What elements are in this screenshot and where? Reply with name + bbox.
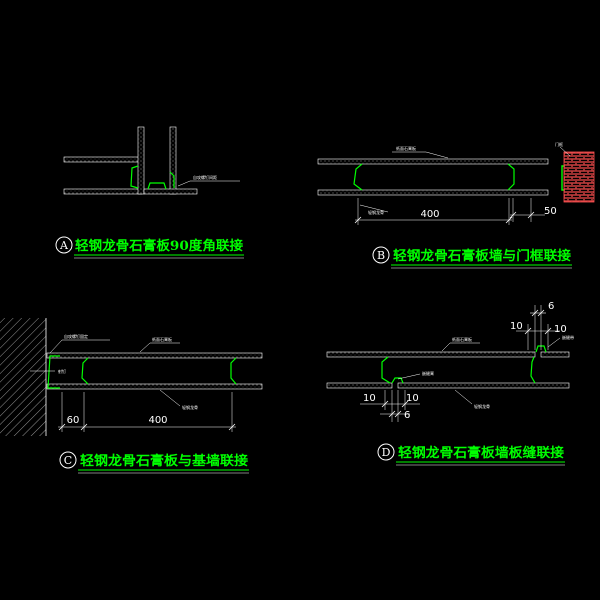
detail-a: 自攻螺钉间距 A 轻钢龙骨石膏板90度角联接 bbox=[55, 126, 244, 259]
board-d-top-right bbox=[540, 351, 570, 358]
leader-d-mid bbox=[397, 373, 421, 380]
dim-d-bot-gap-tick-1 bbox=[388, 410, 396, 418]
dim-d-bot-gap: 6 bbox=[404, 410, 410, 421]
board-d-top-left bbox=[326, 351, 536, 358]
stud-d-2 bbox=[530, 356, 536, 384]
stud-a-1 bbox=[130, 165, 139, 189]
dim-d-top-side-tick-2 bbox=[544, 327, 552, 335]
note-d-top: 纸面石膏板 bbox=[452, 336, 472, 342]
dim-d-top-left: 10 bbox=[510, 321, 523, 332]
dim-d-bot-side-tick-1 bbox=[381, 400, 389, 408]
board-d-bottom-left bbox=[326, 382, 393, 389]
base-wall-c bbox=[0, 318, 46, 436]
board-a-vert-right bbox=[169, 126, 177, 195]
board-d-bottom-right bbox=[397, 382, 570, 389]
note-c-bottom: 轻钢龙骨 bbox=[182, 404, 198, 410]
board-c-top bbox=[46, 352, 263, 359]
dim-c-tick-2 bbox=[80, 423, 88, 431]
dim-c-span: 400 bbox=[148, 415, 167, 426]
leader-d-top bbox=[441, 342, 451, 352]
stud-b-1 bbox=[353, 163, 363, 191]
board-a-vert-left bbox=[137, 126, 145, 195]
note-c-left-top: 自攻螺钉固定 bbox=[64, 333, 88, 339]
detail-d-title: 轻钢龙骨石膏板墙板缝联接 bbox=[398, 445, 564, 461]
detail-d: 纸面石膏板 嵌缝膏 轻钢龙骨 嵌缝带 6 10 10 10 10 6 bbox=[326, 301, 574, 466]
note-d-bottom: 轻钢龙骨 bbox=[474, 403, 490, 409]
door-frame-label: 门框 bbox=[555, 141, 563, 147]
dim-d-top-gap: 6 bbox=[548, 301, 554, 312]
detail-c-letter: C bbox=[64, 454, 72, 467]
note-a: 自攻螺钉间距 bbox=[193, 174, 217, 180]
leader-a bbox=[177, 180, 191, 187]
board-a-bottom bbox=[63, 188, 143, 195]
board-b-top bbox=[317, 158, 549, 165]
dim-b-gap-tick-r bbox=[527, 211, 535, 219]
dim-d-top-gap-tick-1 bbox=[531, 309, 539, 317]
stud-c-2 bbox=[230, 357, 237, 385]
dim-b-span: 400 bbox=[420, 209, 439, 220]
stud-d-1b bbox=[391, 377, 404, 384]
board-a-top bbox=[63, 156, 143, 163]
dim-c-tick-1 bbox=[58, 423, 66, 431]
stud-c-1 bbox=[81, 357, 89, 385]
detail-b-letter: B bbox=[377, 249, 385, 262]
leader-b-top bbox=[425, 151, 449, 159]
note-d-right: 嵌缝带 bbox=[562, 334, 574, 340]
board-b-bottom bbox=[317, 189, 549, 196]
dim-d-top-gap-tick-2 bbox=[537, 309, 545, 317]
board-c-bottom bbox=[46, 383, 263, 390]
dim-d-bot-gap-tick-2 bbox=[394, 410, 402, 418]
leader-b-bottom bbox=[359, 204, 389, 213]
dim-b-tick-r bbox=[505, 216, 513, 224]
detail-a-letter: A bbox=[59, 239, 69, 252]
dim-c-edge: 60 bbox=[67, 415, 80, 426]
detail-b-marker bbox=[372, 246, 390, 264]
dim-d-bot-right: 10 bbox=[406, 393, 419, 404]
detail-c-marker bbox=[59, 451, 77, 469]
door-frame-b bbox=[563, 151, 595, 203]
detail-d-marker bbox=[377, 443, 395, 461]
leader-d-bottom bbox=[454, 389, 473, 405]
note-d-mid: 嵌缝膏 bbox=[422, 370, 434, 376]
detail-d-letter: D bbox=[382, 446, 391, 459]
board-a-corner bbox=[143, 188, 198, 195]
note-b-top: 纸面石膏板 bbox=[396, 145, 416, 151]
dim-b-gap: 50 bbox=[544, 206, 557, 217]
dim-d-top-side-tick-1 bbox=[524, 327, 532, 335]
detail-a-marker bbox=[55, 236, 73, 254]
stud-a-3 bbox=[169, 171, 175, 188]
leader-d-right bbox=[547, 337, 561, 348]
dim-c-tick-3 bbox=[228, 423, 236, 431]
detail-a-title: 轻钢龙骨石膏板90度角联接 bbox=[75, 238, 243, 254]
dim-b-gap-tick-l bbox=[509, 211, 517, 219]
leader-c-top bbox=[139, 342, 151, 353]
leader-c-bottom bbox=[159, 389, 181, 407]
stud-d-1 bbox=[381, 356, 391, 384]
stud-c-wall bbox=[47, 355, 60, 389]
note-c-top: 纸面石膏板 bbox=[152, 336, 172, 342]
dim-d-bot-side-tick-2 bbox=[401, 400, 409, 408]
detail-c-title: 轻钢龙骨石膏板与基墙联接 bbox=[80, 453, 248, 469]
leader-c-lt bbox=[49, 339, 63, 354]
stud-b-2 bbox=[507, 163, 515, 191]
detail-b: 门框 纸面石膏板 轻钢龙骨 400 50 B 轻钢龙骨石膏板墙与门框联接 bbox=[317, 141, 595, 269]
dim-b-tick-l bbox=[354, 216, 362, 224]
dim-d-top-right: 10 bbox=[554, 324, 567, 335]
stud-a-2 bbox=[147, 182, 167, 190]
note-c-left-mid: 射钉 bbox=[58, 368, 66, 374]
dim-d-bot-left: 10 bbox=[363, 393, 376, 404]
door-frame-leader bbox=[559, 146, 571, 157]
detail-b-title: 轻钢龙骨石膏板墙与门框联接 bbox=[393, 248, 571, 264]
detail-c: 自攻螺钉固定 射钉 纸面石膏板 轻钢龙骨 60 400 C 轻钢龙骨石膏板与基墙… bbox=[0, 318, 263, 474]
note-b-bottom: 轻钢龙骨 bbox=[368, 209, 384, 215]
